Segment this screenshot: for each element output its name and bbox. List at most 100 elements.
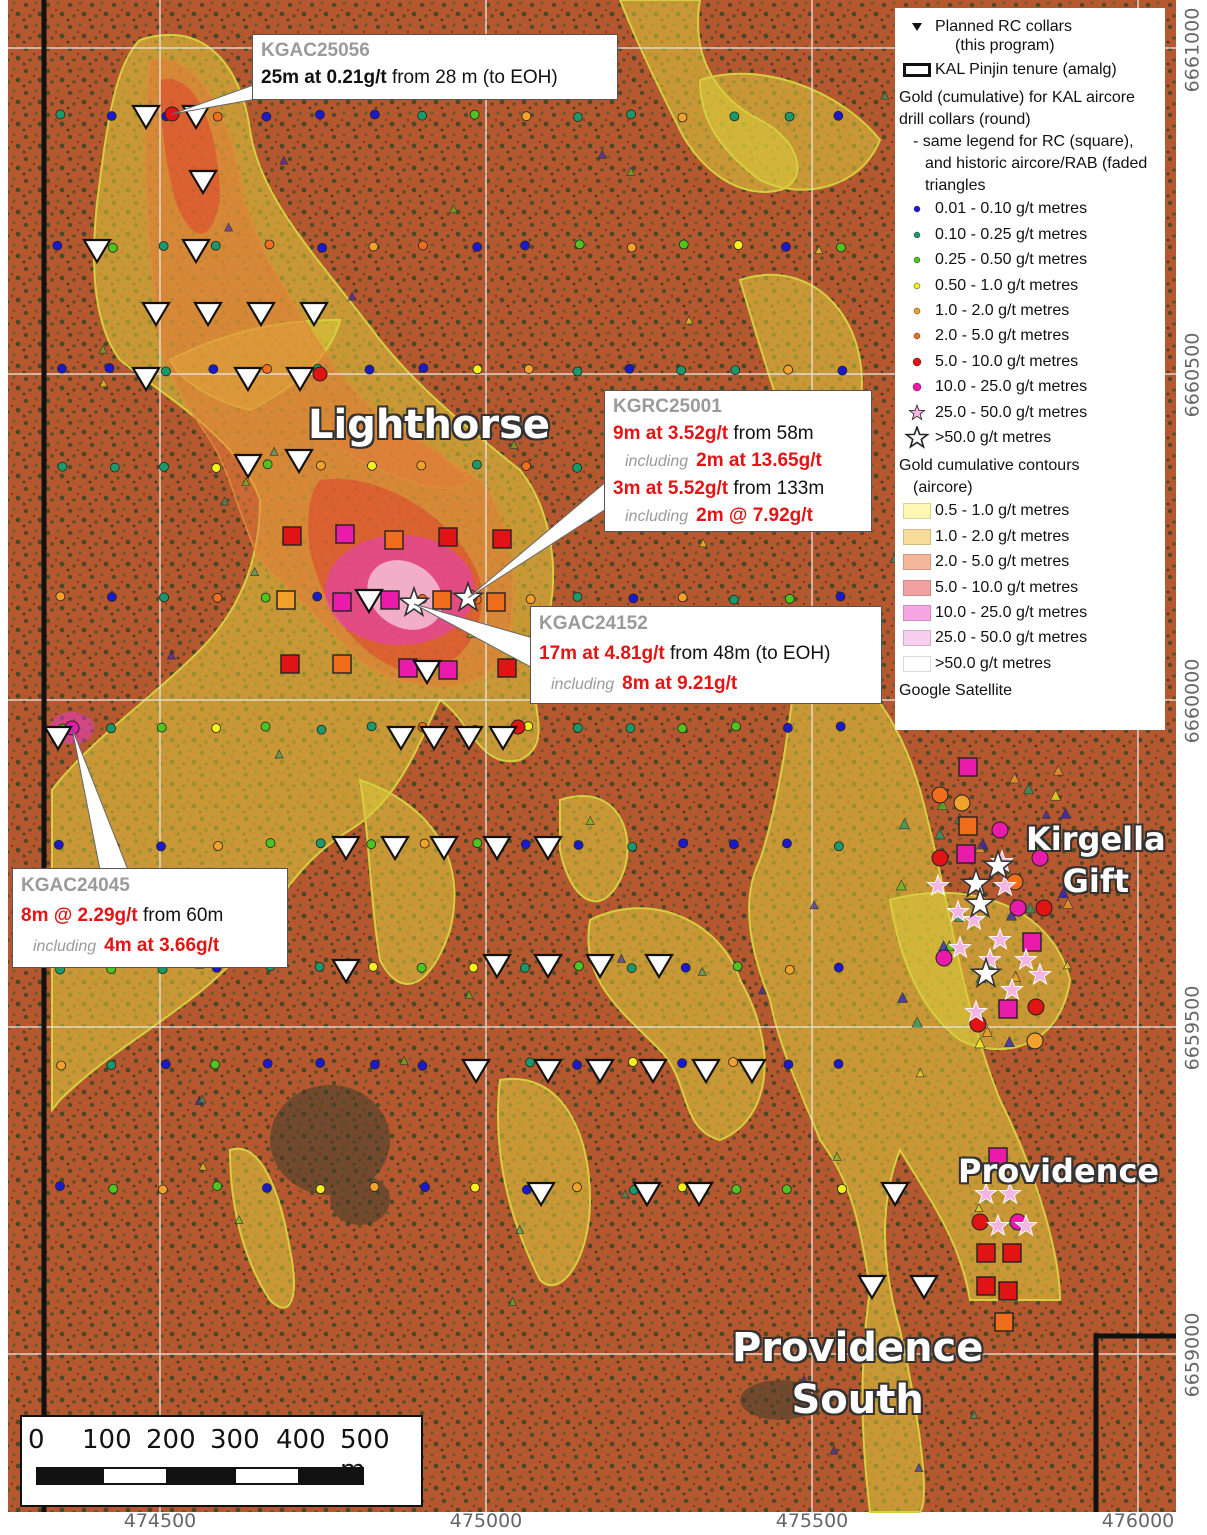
aircore-collar-dot [106, 723, 116, 734]
high-grade-stars [397, 580, 1052, 1237]
rc-collar-square [335, 524, 355, 544]
historic-collar-triangle [347, 291, 357, 301]
aircore-collar-dot [316, 724, 327, 735]
scale-segment [300, 1467, 364, 1485]
planned-rc-collar-triangle [684, 1181, 714, 1208]
aircore-collar-dot [55, 109, 66, 120]
historic-collar-triangle [597, 149, 607, 159]
scale-segment [102, 1467, 168, 1485]
historic-collar-triangle [1050, 789, 1062, 801]
historic-collar-triangle [1060, 807, 1072, 819]
aircore-collar-dot [729, 111, 740, 122]
northing-label: 6659000 [1181, 1312, 1203, 1398]
star-marker-pink [962, 907, 986, 931]
star-marker-pink [948, 935, 972, 959]
rc-collar-square [976, 1276, 996, 1296]
planned-rc-collar-triangle [193, 301, 223, 328]
legend-label: 1.0 - 2.0 g/t metres [935, 527, 1070, 545]
rc-collar-square [958, 816, 978, 836]
aircore-collar-dot [520, 962, 530, 973]
historic-collar-triangle [507, 1296, 517, 1306]
aircore-collar-dot [55, 1181, 65, 1192]
rc-collar-square [998, 1281, 1018, 1301]
contour-mid [145, 58, 514, 687]
historic-collar-triangle [1041, 809, 1051, 819]
legend-heading-gold: Gold (cumulative) for KAL aircore [899, 88, 1135, 106]
contour-swatch [903, 554, 931, 571]
legend-label: 25.0 - 50.0 g/t metres [935, 403, 1088, 421]
scale-segment [234, 1467, 300, 1485]
scale-label: 300 [210, 1425, 260, 1455]
legend-label: 0.5 - 1.0 g/t metres [935, 502, 1070, 520]
historic-collar-triangle [974, 1203, 984, 1213]
legend-basemap: Google Satellite [899, 682, 1012, 700]
aircore-collar-dot [626, 963, 637, 974]
legend-bin-row: 0.25 - 0.50 g/t metres [899, 248, 1161, 273]
aircore-collar-dot [211, 463, 222, 473]
star-marker-pink [993, 873, 1017, 897]
aircore-collar-dot [418, 240, 428, 251]
legend-label: 2.0 - 5.0 g/t metres [935, 327, 1070, 345]
callout-kgac24045: KGAC24045 8m @ 2.29g/t from 60m includin… [12, 868, 288, 968]
planned-rc-collar-triangle [412, 659, 442, 686]
legend-symbol [899, 20, 935, 34]
rc-collar-square [492, 529, 512, 549]
dot-icon [913, 231, 921, 239]
historic-collar-triangle [969, 1409, 979, 1419]
aircore-collar-dot [262, 1183, 272, 1193]
historic-collar-triangle [626, 166, 636, 176]
star-marker-pink [946, 899, 970, 923]
legend-label: 25.0 - 50.0 g/t metres [935, 629, 1088, 647]
callout-including: including [625, 508, 689, 525]
historic-collar-triangle [98, 344, 108, 354]
star-marker-pink [974, 1181, 998, 1205]
historic-collar-triangle [220, 496, 230, 506]
rc-collar-square [956, 844, 976, 864]
callout-grade: 3m at 5.52g/t [613, 478, 729, 499]
aircore-collar-dot [783, 722, 793, 733]
legend-label: 10.0 - 25.0 g/t metres [935, 603, 1088, 621]
aircore-collar-dot [677, 1182, 688, 1193]
aircore-collar-dot [677, 112, 688, 123]
legend-bin-row: >50.0 g/t metres [899, 425, 1161, 450]
historic-collar-triangle [899, 818, 910, 830]
historic-collar-triangle [877, 1342, 887, 1352]
legend-symbol [899, 425, 935, 450]
aircore-collar-dot [262, 1058, 273, 1069]
legend-symbol [899, 279, 935, 293]
aircore-collar-dot [417, 1060, 428, 1071]
historic-collar-triangle [814, 245, 824, 255]
rc-collar-square [438, 660, 458, 680]
aircore-collar-dot [159, 461, 169, 472]
place-label-providence: Providence [958, 1152, 1160, 1190]
aircore-collar-dot [367, 460, 377, 471]
scale-bar: 0 100 200 300 400 500 m [20, 1415, 423, 1507]
aircore-collar-dot [366, 721, 377, 732]
aircore-collar-dot [213, 841, 223, 851]
callout-including: including [625, 453, 689, 470]
aircore-collar-dot [53, 839, 64, 850]
rc-collar-square [432, 590, 452, 610]
aircore-collar-dot [468, 962, 479, 973]
aircore-collar-dot [572, 366, 583, 377]
aircore-collar-dot [104, 363, 115, 373]
callout-grade: 2m at 13.65g/t [696, 450, 822, 471]
aircore-collar-dot [264, 239, 275, 250]
aircore-collar-dot [624, 363, 635, 374]
aircore-collar-dot [732, 961, 743, 972]
aircore-collar-dot [107, 242, 118, 253]
aircore-collar-dot [574, 239, 585, 250]
planned-rc-collar-triangle [233, 453, 263, 480]
aircore-collar-dot [835, 591, 846, 602]
planned-rc-collar-triangle [638, 1058, 668, 1085]
legend-symbol [899, 228, 935, 242]
historic-collar-triangle [449, 204, 459, 214]
aircore-collar-dot [469, 109, 480, 120]
historic-collar-triangle [934, 828, 946, 840]
aircore-collar-dot [161, 366, 171, 377]
planned-rc-collar-triangle [533, 835, 563, 862]
historic-collar-triangle [697, 966, 707, 976]
planned-rc-collar-triangle [533, 953, 563, 980]
historic-collar-triangle [684, 315, 694, 325]
